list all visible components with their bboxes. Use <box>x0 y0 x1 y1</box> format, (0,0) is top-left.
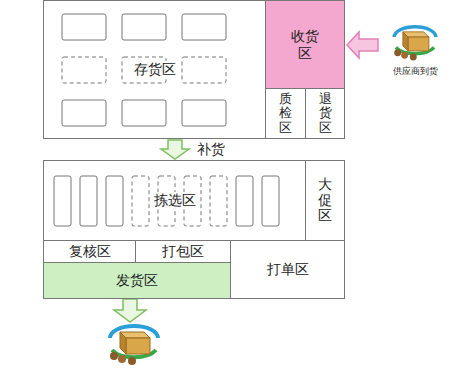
edge-label: 补货 <box>195 141 227 159</box>
picking-shelves <box>54 176 279 226</box>
supplier-icon: 供应商到货 <box>380 22 450 88</box>
area-label: 收货区 <box>290 28 319 60</box>
inbound-arrow <box>347 32 378 58</box>
return-area: 退货区 <box>305 88 345 139</box>
packing-area: 打包区 <box>135 240 231 263</box>
receiving-area: 收货区 <box>265 0 345 89</box>
replenish-arrow <box>161 140 189 159</box>
area-label: 存货区 <box>131 61 179 77</box>
area-label: 质检区 <box>279 92 292 135</box>
area-label: 供应商到货 <box>393 66 438 76</box>
area-label: 发货区 <box>116 272 158 288</box>
area-label: 打包区 <box>162 243 204 259</box>
area-label: 退货区 <box>319 92 332 135</box>
area-label: 打单区 <box>267 261 309 277</box>
cargo-icon <box>110 326 158 365</box>
picking-area: 拣选区 <box>43 160 306 241</box>
area-label: 复核区 <box>69 243 111 259</box>
area-label: 拣选区 <box>151 192 199 208</box>
supplier-cargo-icon <box>389 22 441 66</box>
storage-area: 存货区 <box>43 0 266 139</box>
ship-arrow <box>114 299 146 322</box>
inspection-area: 质检区 <box>265 88 306 139</box>
area-label: 大促区 <box>318 177 332 223</box>
label-print-area: 打单区 <box>230 240 345 299</box>
shipping-area: 发货区 <box>43 262 231 299</box>
storage-racks <box>62 14 226 126</box>
promotion-area: 大促区 <box>305 160 345 241</box>
review-area: 复核区 <box>43 240 136 263</box>
